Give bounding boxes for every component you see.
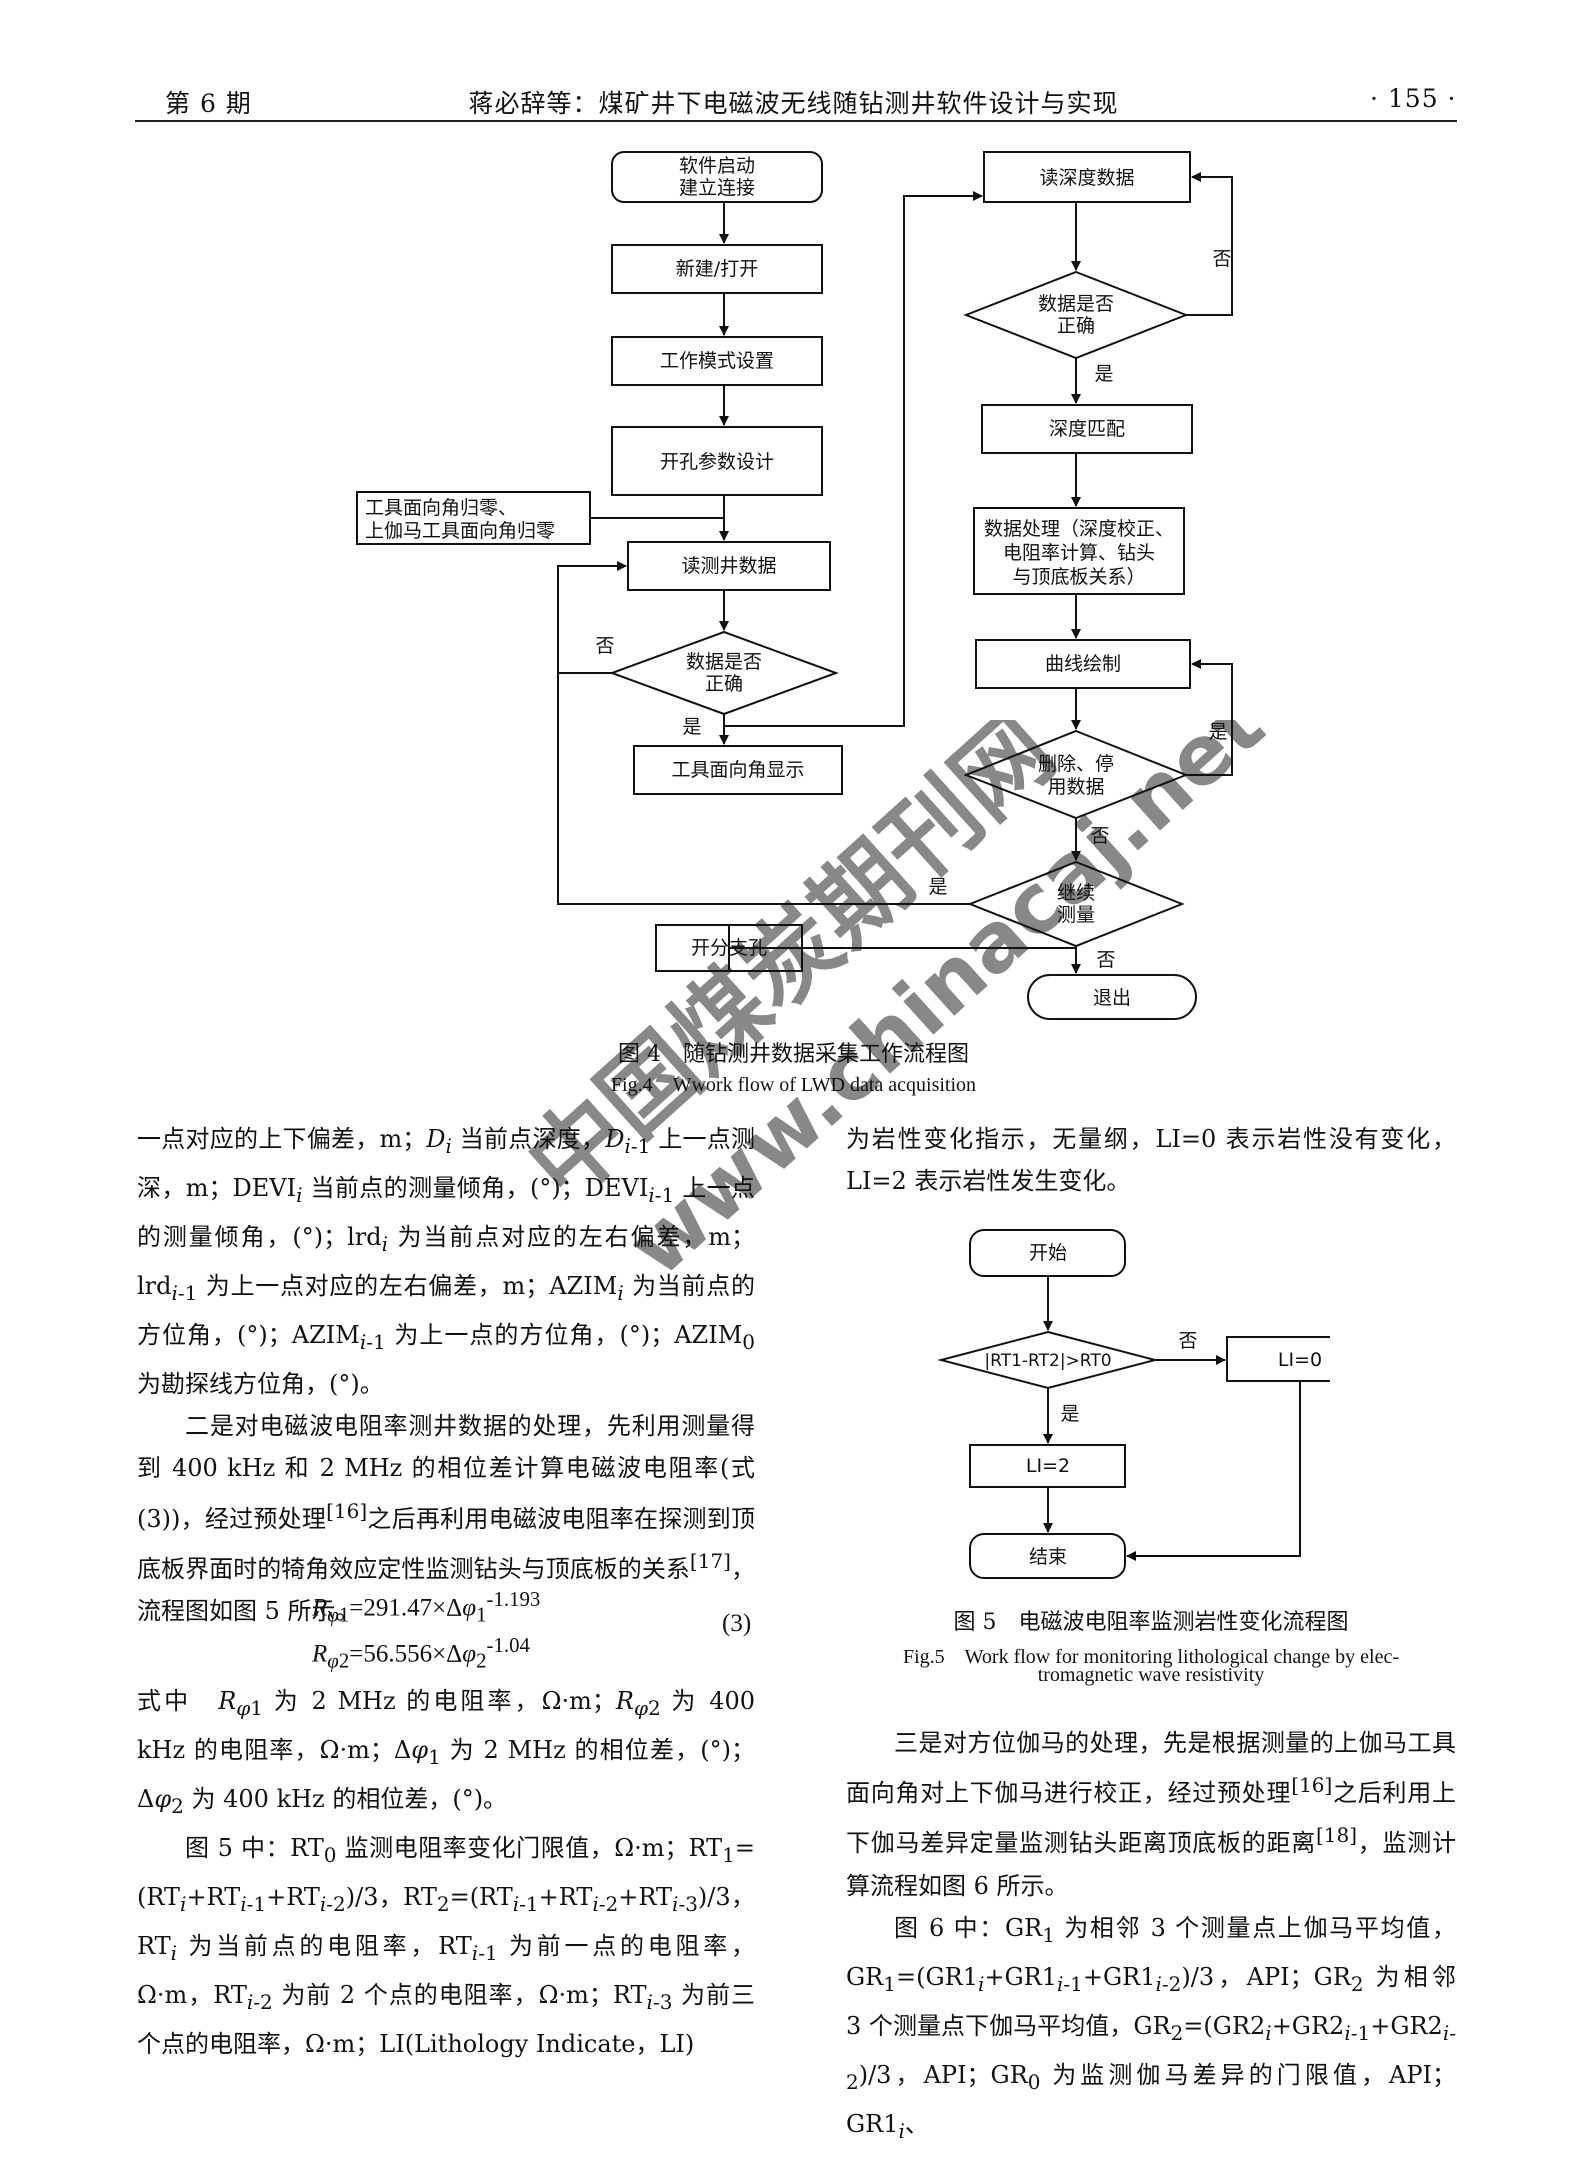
para-fig5-desc: 图 5 中：RT0 监测电阻率变化门限值，Ω·m；RT1=(RTi+RTi-1+…: [137, 1834, 755, 2058]
continue-line1: 继续: [1057, 882, 1095, 904]
exit-label: 退出: [1093, 987, 1131, 1009]
node-depth-match: [981, 404, 1193, 454]
fig5-li0-label: LI=0: [1278, 1349, 1322, 1371]
new-open-label: 新建/打开: [676, 258, 758, 280]
node-exit: [1027, 974, 1197, 1020]
fig5-caption-en-line2: tromagnetic wave resistivity: [1037, 1664, 1265, 1686]
right-column-part2: 三是对方位伽马的处理，先是根据测量的上伽马工具面向角对上下伽马进行校正，经过预处…: [846, 1722, 1456, 2152]
equation-number: (3): [722, 1610, 752, 1637]
figure-4-flowchart: 软件启动 建立连接 新建/打开 工作模式设置 开孔参数设计 工具面向角归零、 上…: [356, 151, 1233, 1020]
header-rule: [135, 120, 1457, 122]
plot-label: 曲线绘制: [1045, 653, 1121, 675]
process-line2: 电阻率计算、钻头: [1003, 542, 1155, 564]
page-number: · 155 ·: [1370, 84, 1457, 113]
start-line2: 建立连接: [679, 177, 755, 199]
start-line1: 软件启动: [679, 155, 755, 177]
check2-line1: 数据是否: [1038, 293, 1114, 315]
check2-no-label: 否: [1212, 248, 1231, 270]
node-process: [973, 507, 1185, 595]
delete-no-label: 否: [1090, 825, 1109, 847]
node-read-depth: [983, 151, 1191, 203]
fig5-caption-cn: 图 5 电磁波电阻率监测岩性变化流程图: [953, 1610, 1349, 1635]
para-formula-where: 式中 Rφ1 为 2 MHz 的电阻率，Ω·m；Rφ2 为 400 kHz 的电…: [137, 1687, 755, 1818]
fig4-caption-en: Fig.4 Wwork flow of LWD data acquisition: [610, 1074, 977, 1096]
fig5-cond-label: |RT1-RT2|>RT0: [984, 1351, 1111, 1371]
read-depth-label: 读深度数据: [1039, 167, 1134, 189]
continue-no-label: 否: [1096, 949, 1115, 971]
node-start: [611, 151, 823, 203]
node-plot: [975, 639, 1191, 689]
check1-line2: 正确: [705, 673, 743, 695]
fig5-node-end: [969, 1533, 1126, 1579]
process-line1: 数据处理（深度校正、: [984, 518, 1174, 540]
left-column-part2: 式中 Rφ1 为 2 MHz 的电阻率，Ω·m；Rφ2 为 400 kHz 的电…: [137, 1680, 755, 2065]
fig4-caption-cn: 图 4 随钻测井数据采集工作流程图: [618, 1042, 969, 1067]
continue-line2: 测量: [1057, 904, 1095, 926]
figure-5-flowchart: 开始 |RT1-RT2|>RT0 LI=0 LI=2 结束 否 是: [937, 1229, 1330, 1579]
fig5-li2-label: LI=2: [1026, 1455, 1070, 1477]
node-work-mode: [611, 336, 823, 386]
formula-line2: Rφ2=56.556×Δφ2-1.04: [312, 1633, 530, 1673]
depth-match-label: 深度匹配: [1049, 418, 1125, 440]
right-column-part1: 为岩性变化指示，无量纲，LI=0 表示岩性没有变化，LI=2 表示岩性发生变化。: [846, 1118, 1456, 1202]
delete-line2: 用数据: [1047, 776, 1104, 798]
delete-yes-label: 是: [1208, 721, 1227, 743]
fig5-no-label: 否: [1178, 1330, 1197, 1352]
node-hole-params: [611, 426, 823, 496]
para-li-indicator: 为岩性变化指示，无量纲，LI=0 表示岩性没有变化，LI=2 表示岩性发生变化。: [846, 1125, 1456, 1196]
zeroing-line2: 上伽马工具面向角归零: [365, 520, 555, 542]
zeroing-line1: 工具面向角归零、: [365, 497, 517, 519]
para-variables-1: 一点对应的上下偏差，m；Di 当前点深度，Di-1 上一点测深，m；DEVIi …: [137, 1125, 755, 1398]
work-mode-label: 工作模式设置: [660, 350, 774, 372]
continue-yes-label: 是: [928, 876, 947, 898]
check2-yes-label: 是: [1094, 363, 1113, 385]
node-new-open: [611, 244, 823, 294]
formula-line1: Rφ1=291.47×Δφ1-1.193: [312, 1587, 541, 1627]
check1-line1: 数据是否: [686, 651, 762, 673]
issue-number: 第 6 期: [165, 89, 252, 118]
node-toolface: [633, 745, 843, 795]
check1-no-label: 否: [595, 635, 614, 657]
toolface-label: 工具面向角显示: [671, 759, 804, 781]
left-column-part1: 一点对应的上下偏差，m；Di 当前点深度，Di-1 上一点测深，m；DEVIi …: [137, 1118, 755, 1632]
hole-params-label: 开孔参数设计: [660, 451, 774, 473]
para-fig6-desc: 图 6 中：GR1 为相邻 3 个测量点上伽马平均值，GR1=(GR1i+GR1…: [846, 1913, 1457, 2143]
node-read-log: [627, 541, 831, 591]
delete-line1: 删除、停: [1038, 753, 1114, 775]
read-log-label: 读测井数据: [681, 555, 776, 577]
process-line3: 与顶底板关系）: [1012, 566, 1145, 588]
fig5-yes-label: 是: [1060, 1403, 1079, 1425]
check1-yes-label: 是: [682, 716, 701, 738]
fig5-start-label: 开始: [1029, 1242, 1067, 1264]
para-resistivity: 二是对电磁波电阻率测井数据的处理，先利用测量得到 400 kHz 和 2 MHz…: [137, 1412, 756, 1626]
fig5-caption-en-line1: Fig.5 Work flow for monitoring lithologi…: [902, 1646, 1400, 1668]
branch-hole-label: 开分支孔: [691, 937, 767, 959]
check2-line2: 正确: [1057, 315, 1095, 337]
fig5-end-label: 结束: [1029, 1546, 1067, 1568]
running-title: 蒋必辞等：煤矿井下电磁波无线随钻测井软件设计与实现: [468, 89, 1119, 118]
para-gamma: 三是对方位伽马的处理，先是根据测量的上伽马工具面向角对上下伽马进行校正，经过预处…: [846, 1729, 1457, 1900]
